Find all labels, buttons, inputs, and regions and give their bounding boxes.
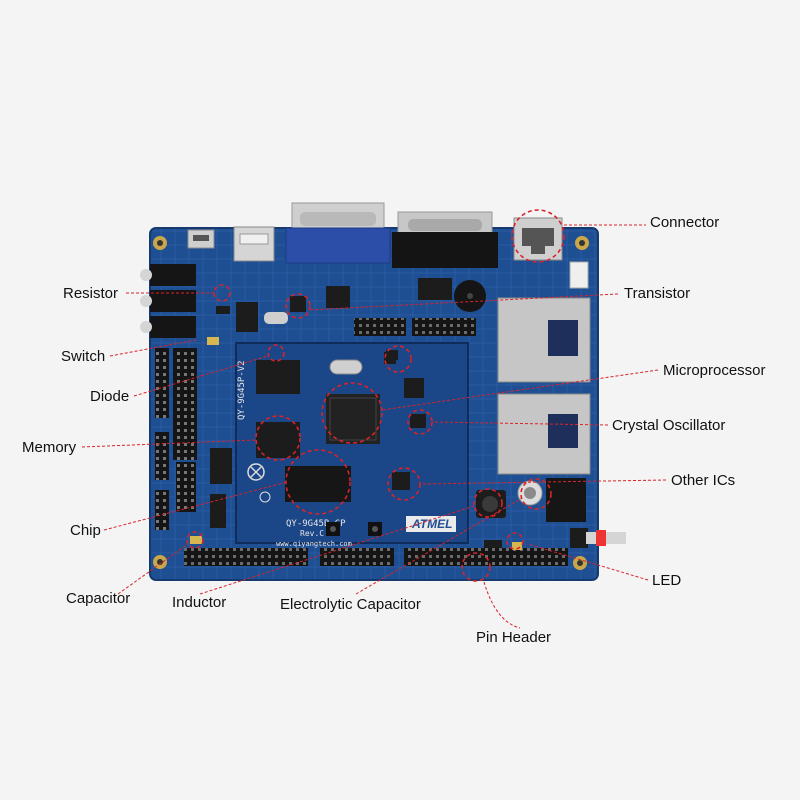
crystal-left	[264, 312, 288, 324]
tactile-buttons	[326, 522, 382, 536]
transistor-circle	[285, 293, 311, 319]
url-silkscreen: www.qiyangtech.com	[276, 540, 352, 548]
crystal-oscillator	[329, 359, 363, 375]
usb-a-connector	[233, 226, 275, 262]
svg-text:ATMEL: ATMEL	[411, 517, 452, 531]
left-pin-header	[155, 348, 197, 530]
callout-circles	[186, 209, 565, 582]
bottom-header-middle	[320, 548, 394, 566]
label-capacitor: Capacitor	[66, 590, 131, 607]
ethernet-connector	[513, 217, 563, 261]
transistor-left	[290, 296, 306, 312]
memory-chip-2	[256, 422, 300, 458]
microprocessor-chip	[326, 394, 380, 444]
label-transistor: Transistor	[624, 285, 691, 302]
label-diode: Diode	[90, 388, 130, 405]
sd-card-slot-top	[497, 297, 591, 383]
label-connector: Connector	[650, 214, 720, 231]
ic-top-center	[326, 286, 350, 308]
ic-top-right	[418, 278, 452, 300]
core-module: QY-9G45P-V2 QY-9G45B-GP Rev.C www.qiyang…	[235, 342, 469, 548]
pin-header-circle	[461, 552, 491, 582]
label-switch: Switch	[61, 348, 106, 365]
diode-part	[207, 337, 219, 345]
buzzer	[454, 280, 486, 312]
usb-mini-connector	[187, 229, 215, 249]
vga-connector	[285, 202, 391, 264]
label-other-ics: Other ICs	[671, 472, 736, 489]
nand-chip	[285, 466, 351, 502]
pcb-badge-icon	[247, 463, 271, 503]
label-resistor: Resistor	[63, 285, 119, 302]
microprocessor-circle	[321, 382, 383, 444]
label-inductor: Inductor	[172, 594, 227, 611]
power-jack	[546, 478, 586, 522]
transistor-part	[384, 352, 396, 364]
inductor-circle	[473, 488, 503, 518]
white-small-connector	[569, 261, 589, 289]
serial-connector	[392, 211, 498, 268]
diode-circle	[267, 344, 285, 362]
bottom-header-left	[184, 548, 308, 566]
label-chip: Chip	[70, 522, 101, 539]
label-led: LED	[652, 572, 682, 589]
led-circle	[506, 532, 524, 550]
pin-header-jumper	[484, 540, 502, 548]
header-top-left	[354, 318, 406, 336]
model-silkscreen: QY-9G45B-GP	[286, 519, 346, 529]
resistor-part	[216, 306, 230, 314]
memory-chip-1	[256, 360, 300, 394]
ic-lower-left	[210, 448, 232, 484]
led-part	[512, 542, 522, 550]
header-top-right	[412, 318, 476, 336]
electrolytic-circle	[520, 478, 552, 510]
label-electrolytic-capacitor: Electrolytic Capacitor	[280, 596, 421, 613]
label-memory: Memory	[22, 439, 77, 456]
sd-card-slot-bottom	[497, 393, 591, 475]
leader-lines	[81, 224, 667, 629]
revision-silkscreen: Rev.C	[300, 529, 324, 538]
connector-circle	[511, 209, 565, 263]
bottom-header-right	[404, 548, 568, 566]
chip-circle	[285, 449, 351, 515]
memory-circle	[255, 415, 301, 461]
switch-part	[570, 528, 626, 548]
ic-left	[236, 302, 258, 332]
audio-jacks	[140, 264, 196, 338]
label-pin-header: Pin Header	[476, 629, 552, 646]
chip-part	[210, 494, 226, 528]
label-microprocessor: Microprocessor	[663, 362, 766, 379]
brand-logo: ATMEL	[406, 516, 456, 532]
electrolytic-capacitor-part	[517, 480, 543, 506]
capacitor-circle	[186, 531, 204, 549]
side-silkscreen: QY-9G45P-V2	[237, 360, 247, 420]
capacitor-part	[190, 536, 202, 544]
label-crystal-oscillator: Crystal Oscillator	[612, 417, 726, 434]
microprocessor-hint-circle	[384, 345, 412, 373]
